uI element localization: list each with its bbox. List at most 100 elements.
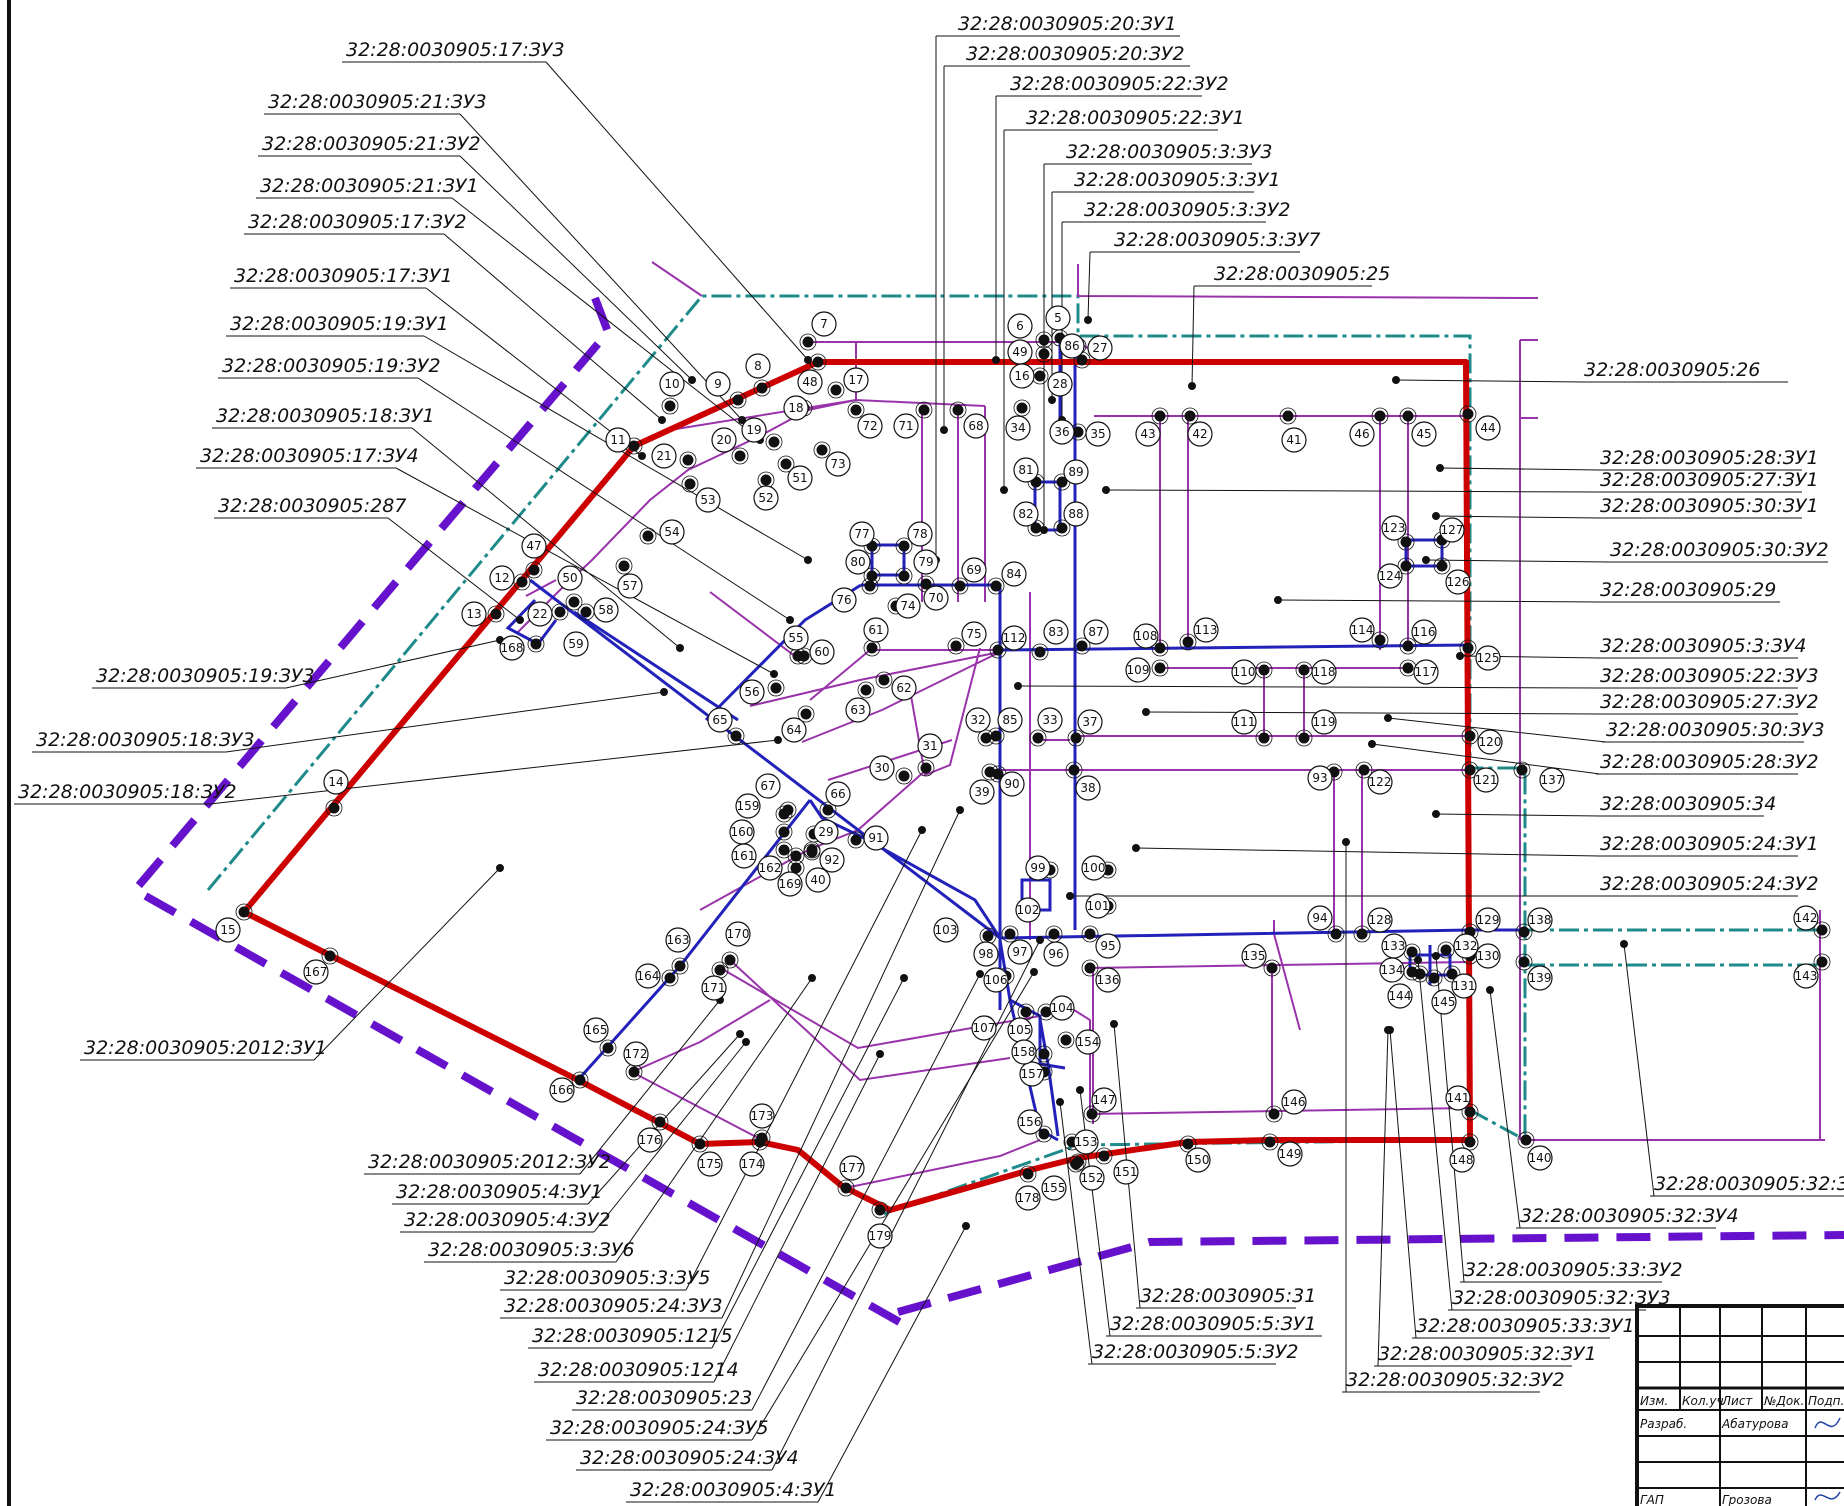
point-number-p127: 127 (1441, 523, 1464, 537)
point-marker-p170 (724, 954, 736, 966)
point-number-circle (697, 1151, 723, 1177)
parcel-label-l60: 32:28:0030905:5:ЗУ2 (1092, 1341, 1299, 1363)
leader-line (615, 977, 813, 1263)
point-number-p66: 66 (830, 787, 845, 801)
point-number-p33: 33 (1042, 713, 1057, 727)
leader-line (1439, 467, 1601, 471)
point-marker-p82 (1030, 522, 1042, 534)
leader-dot (1056, 1098, 1064, 1106)
point-marker-p73 (816, 444, 828, 456)
point-marker-p150 (1182, 1138, 1194, 1150)
point-number-circle (1063, 501, 1089, 527)
point-marker-p105 (1020, 1006, 1032, 1018)
point-number-circle (1083, 619, 1109, 645)
point-number-circle (1477, 729, 1503, 755)
point-number-p131: 131 (1453, 979, 1476, 993)
point-marker-p146 (1268, 1108, 1280, 1120)
leader-line (1389, 1029, 1417, 1339)
point-number-circle (965, 707, 991, 733)
point-marker-p94 (1330, 928, 1342, 940)
point-number-circle (997, 707, 1023, 733)
point-number-p124: 124 (1379, 569, 1402, 583)
point-marker-p50 (568, 596, 580, 608)
point-crosshair (1265, 1105, 1283, 1123)
point-number-p121: 121 (1475, 773, 1498, 787)
parcel-label-l3: 32:28:0030905:22:ЗУ2 (1010, 73, 1229, 95)
point-number-circle (1081, 855, 1107, 881)
point-crosshair (1067, 1155, 1085, 1173)
point-number-circle (1475, 907, 1501, 933)
point-number-circle (1527, 1145, 1553, 1171)
point-marker-p160 (778, 826, 790, 838)
point-crosshair (1179, 1135, 1197, 1153)
point-number-p93: 93 (1312, 771, 1327, 785)
point-marker-p111 (1258, 732, 1270, 744)
point-number-circle (731, 843, 757, 869)
leader-dot (638, 452, 646, 460)
parcel-label-l55: 32:28:0030905:33:ЗУ1 (1416, 1315, 1635, 1337)
point-number-p21: 21 (656, 449, 671, 463)
point-crosshair (1461, 1133, 1479, 1151)
parcel-label-l50: 32:28:0030905:24:ЗУ2 (1600, 873, 1819, 895)
point-number-circle (1367, 769, 1393, 795)
point-crosshair (797, 705, 815, 723)
point-number-p74: 74 (900, 599, 915, 613)
point-number-p157: 157 (1021, 1067, 1044, 1081)
point-number-circle (963, 413, 989, 439)
point-crosshair (599, 1039, 617, 1057)
point-crosshair (1031, 643, 1049, 661)
point-crosshair (731, 447, 749, 465)
leader-dot (900, 974, 908, 982)
point-marker-p44 (1462, 408, 1474, 420)
parcel-label-l16: 32:28:0030905:19:ЗУ1 (230, 313, 449, 335)
leader-dot (1084, 316, 1092, 324)
point-number-p55: 55 (788, 631, 803, 645)
point-number-p108: 108 (1135, 629, 1158, 643)
point-number-circle (1049, 995, 1075, 1021)
point-marker-p10 (664, 400, 676, 412)
point-number-p177: 177 (841, 1161, 864, 1175)
point-number-circle (1007, 313, 1033, 339)
point-number-p102: 102 (1017, 903, 1040, 917)
parcel-label-l4: 32:28:0030905:22:ЗУ1 (1026, 107, 1245, 129)
point-number-circle (1231, 709, 1257, 735)
point-number-circle (1001, 561, 1027, 587)
parcel-label-l25: 32:28:0030905:2012:ЗУ2 (368, 1151, 611, 1173)
point-number-p87: 87 (1088, 625, 1103, 639)
point-marker-p32 (980, 732, 992, 744)
point-number-circle (913, 549, 939, 575)
stamp-gap: ГАП (1640, 1493, 1664, 1506)
leader-line (459, 155, 693, 381)
point-crosshair (487, 605, 505, 623)
point-number-circle (1007, 939, 1033, 965)
point-number-p160: 160 (731, 825, 754, 839)
parcel-label-l31: 32:28:0030905:1215 (532, 1325, 733, 1347)
point-number-circle (1411, 421, 1437, 447)
point-number-circle (707, 707, 733, 733)
point-crosshair (1081, 925, 1099, 943)
point-number-circle (617, 573, 643, 599)
point-number-circle (805, 867, 831, 893)
leader-dot (804, 556, 812, 564)
parcel-label-l11: 32:28:0030905:21:ЗУ3 (268, 91, 487, 113)
point-number-p122: 122 (1369, 775, 1392, 789)
point-number-p48: 48 (802, 375, 817, 389)
point-number-p46: 46 (1354, 427, 1369, 441)
point-marker-p92 (806, 846, 818, 858)
leader-line (751, 973, 981, 1411)
point-marker-p51 (780, 458, 792, 470)
point-crosshair (661, 969, 679, 987)
point-marker-p64 (800, 708, 812, 720)
parcel-label-l1: 32:28:0030905:20:ЗУ1 (958, 13, 1177, 35)
leader-dot (1142, 708, 1150, 716)
point-number-p139: 139 (1529, 971, 1552, 985)
leader-dot (1432, 952, 1440, 960)
point-number-p47: 47 (526, 539, 541, 553)
leader-line (209, 739, 779, 805)
leader-dot (770, 670, 778, 678)
point-marker-p139 (1518, 956, 1530, 968)
point-marker-p154 (1060, 1034, 1072, 1046)
point-number-circle (749, 1103, 775, 1129)
point-marker-p97 (1004, 928, 1016, 940)
